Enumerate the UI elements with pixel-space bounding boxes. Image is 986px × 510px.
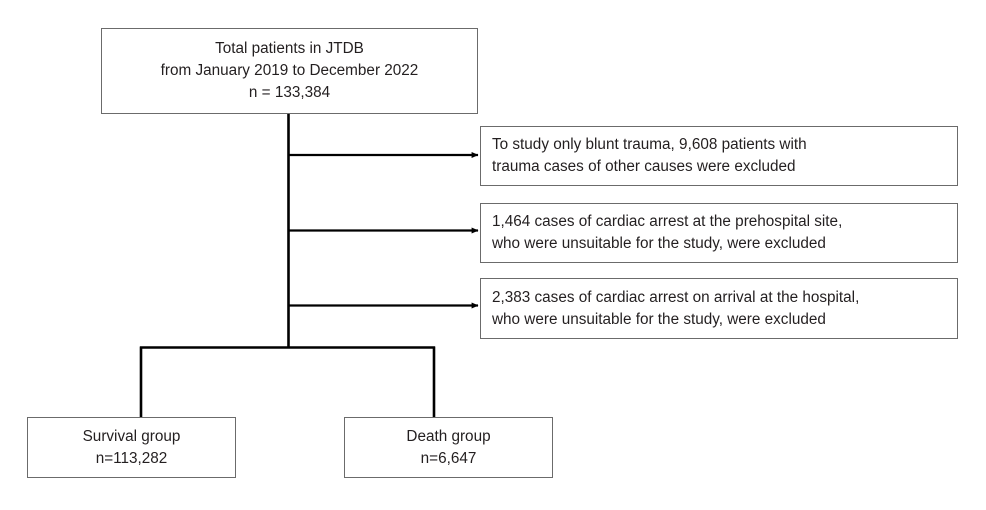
exclusion-1-line-1: To study only blunt trauma, 9,608 patien… xyxy=(492,136,807,154)
death-group-label: Death group xyxy=(406,427,491,445)
death-group-box: Death group n=6,647 xyxy=(344,417,553,478)
death-group-count: n=6,647 xyxy=(420,449,477,467)
exclusion-3-line-1: 2,383 cases of cardiac arrest on arrival… xyxy=(492,288,860,306)
total-patients-line-3: n = 133,384 xyxy=(248,83,331,101)
exclusion-box-cardiac-arrest-on-arrival: 2,383 cases of cardiac arrest on arrival… xyxy=(480,278,958,339)
exclusion-1-line-2: trauma cases of other causes were exclud… xyxy=(492,158,796,175)
exclusion-box-prehospital-cardiac-arrest: 1,464 cases of cardiac arrest at the pre… xyxy=(480,203,958,263)
exclusion-2-line-2: who were unsuitable for the study, were … xyxy=(492,235,826,252)
total-patients-line-2: from January 2019 to December 2022 xyxy=(160,62,419,80)
exclusion-3-line-2: who were unsuitable for the study, were … xyxy=(492,310,826,328)
exclusion-box-non-blunt-trauma: To study only blunt trauma, 9,608 patien… xyxy=(480,126,958,186)
total-patients-line-1: Total patients in JTDB xyxy=(215,40,364,58)
exclusion-2-line-1: 1,464 cases of cardiac arrest at the pre… xyxy=(492,213,843,231)
survival-group-label: Survival group xyxy=(82,427,181,445)
total-patients-box: Total patients in JTDB from January 2019… xyxy=(101,28,478,114)
survival-group-box: Survival group n=113,282 xyxy=(27,417,236,478)
survival-group-count: n=113,282 xyxy=(95,449,168,467)
